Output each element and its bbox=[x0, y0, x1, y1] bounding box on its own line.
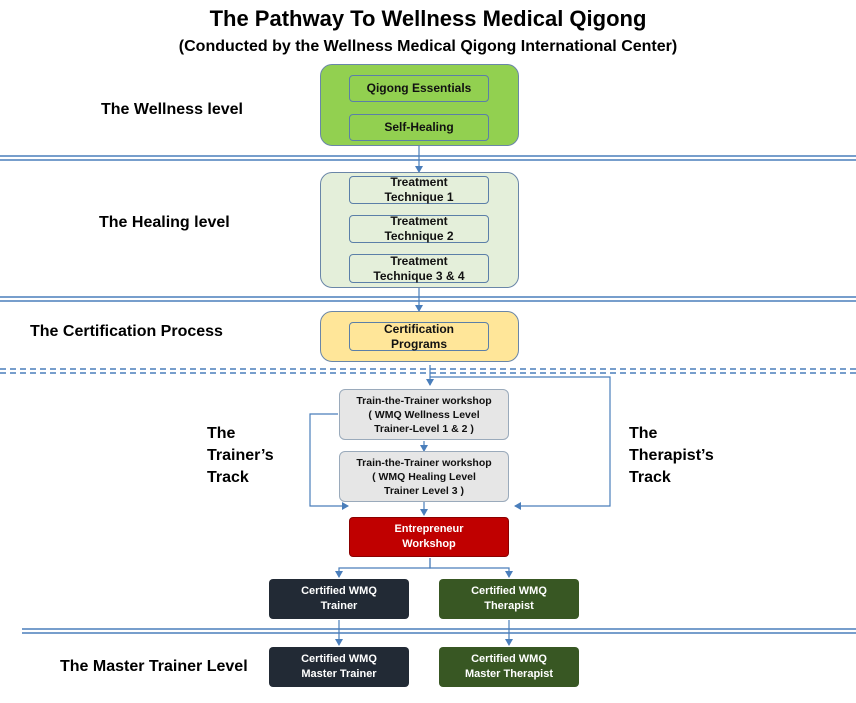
separator-4 bbox=[22, 628, 856, 634]
line-entre-therapist bbox=[429, 558, 513, 578]
label-certification-process: The Certification Process bbox=[30, 323, 223, 340]
separator-2 bbox=[0, 296, 856, 302]
box-qigong-essentials: Qigong Essentials bbox=[349, 75, 489, 102]
line-therapist-track bbox=[430, 376, 611, 510]
box-ttt-wellness-level: Train-the-Trainer workshop( WMQ Wellness… bbox=[339, 389, 509, 440]
label-therapists-track: The Therapist’s Track bbox=[629, 425, 714, 486]
separator-3-dashed bbox=[0, 368, 856, 374]
box-self-healing: Self-Healing bbox=[349, 114, 489, 141]
label-healing-level: The Healing level bbox=[99, 214, 230, 231]
box-ttt-healing-level: Train-the-Trainer workshop( WMQ Healing … bbox=[339, 451, 509, 502]
page-title: The Pathway To Wellness Medical Qigong bbox=[209, 6, 647, 31]
label-trainers-track: The Trainer’s Track bbox=[207, 425, 274, 486]
label-wellness-level: The Wellness level bbox=[101, 101, 243, 118]
page-subtitle: (Conducted by the Wellness Medical Qigon… bbox=[178, 38, 678, 55]
line-trainer-track-top bbox=[309, 413, 349, 510]
label-master-trainer-level: The Master Trainer Level bbox=[60, 658, 248, 675]
line-entre-trainer bbox=[335, 558, 431, 578]
separator-1 bbox=[0, 155, 856, 161]
